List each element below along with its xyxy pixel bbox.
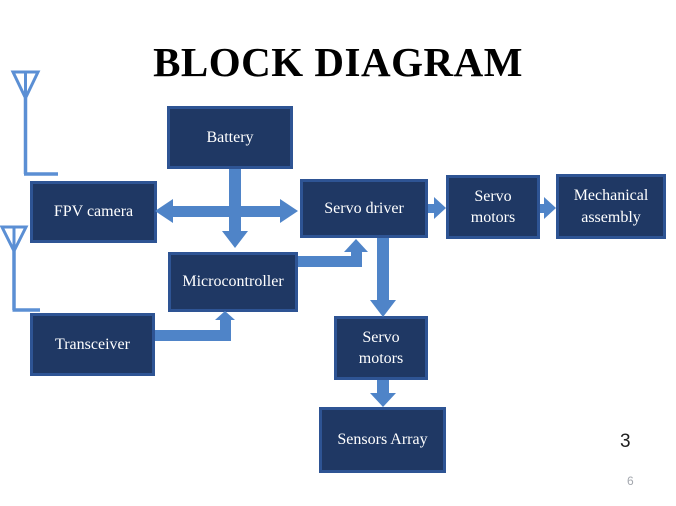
- node-servo-motors-bottom-label: Servo motors: [358, 328, 404, 367]
- node-fpv-camera: FPV camera: [30, 181, 157, 243]
- node-mechanical-assembly: Mechanical assembly: [556, 174, 666, 239]
- node-microcontroller: Microcontroller: [168, 252, 298, 312]
- node-servo-motors-right: Servo motors: [446, 175, 540, 239]
- node-mechanical-assembly-label: Mechanical assembly: [573, 187, 649, 226]
- node-sensors-array: Sensors Array: [319, 407, 446, 473]
- node-battery: Battery: [167, 106, 293, 169]
- antenna-icon: [10, 70, 58, 176]
- node-servo-driver: Servo driver: [300, 179, 428, 238]
- node-servo-driver-label: Servo driver: [324, 199, 404, 217]
- node-battery-label: Battery: [206, 128, 254, 146]
- node-sensors-array-label: Sensors Array: [337, 431, 428, 449]
- page-title: BLOCK DIAGRAM: [153, 39, 523, 85]
- node-servo-motors-right-label: Servo motors: [470, 187, 516, 226]
- node-fpv-camera-label: FPV camera: [53, 203, 134, 221]
- node-transceiver: Transceiver: [30, 313, 155, 376]
- page-number: 3: [620, 431, 631, 452]
- node-servo-motors-bottom: Servo motors: [334, 316, 428, 380]
- node-transceiver-label: Transceiver: [55, 335, 130, 353]
- antenna-icon: [0, 225, 40, 312]
- page-number-small: 6: [627, 474, 634, 488]
- node-microcontroller-label: Microcontroller: [182, 273, 284, 291]
